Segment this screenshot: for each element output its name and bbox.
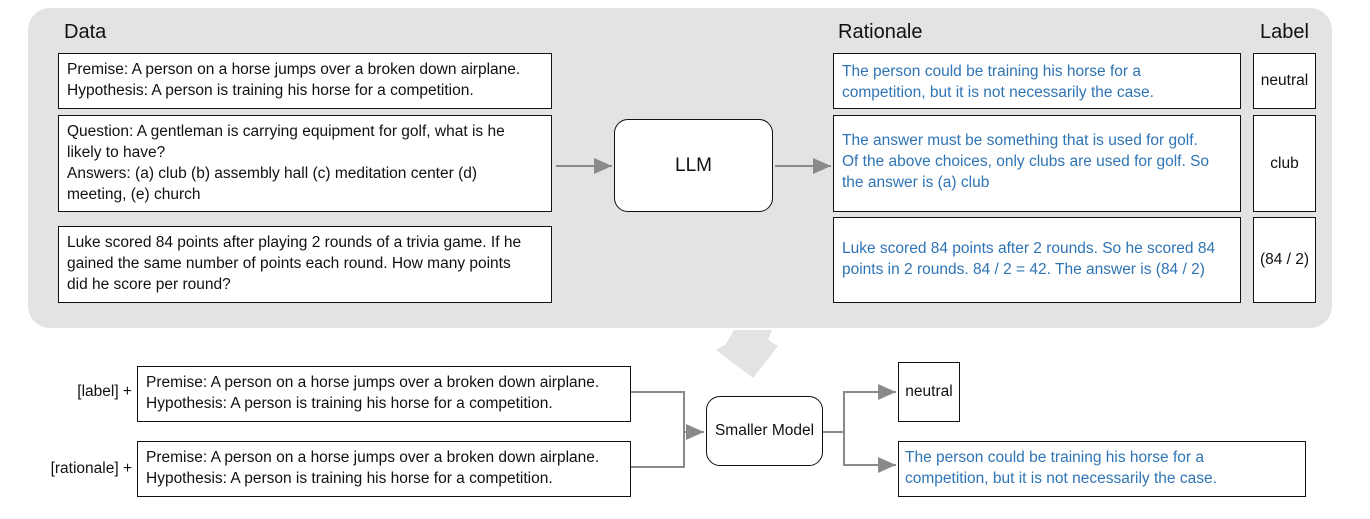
rationale-box-3: Luke scored 84 points after 2 rounds. So… [833, 217, 1241, 303]
rationale-line: the answer is (a) club [842, 174, 990, 191]
label-box-2: club [1253, 115, 1316, 212]
output-label-box: neutral [898, 362, 960, 422]
data-line: Answers: (a) club (b) assembly hall (c) … [67, 165, 478, 182]
header-rationale: Rationale [838, 21, 923, 43]
output-rationale-line: competition, but it is not necessarily t… [905, 470, 1217, 487]
header-data: Data [64, 21, 107, 43]
line-split-down [843, 432, 896, 473]
line-split-up [843, 384, 896, 432]
input-box-label: Premise: A person on a horse jumps over … [137, 366, 631, 422]
line-rationale-input [630, 432, 685, 468]
data-line: likely to have? [67, 144, 166, 161]
rationale-line: Of the above choices, only clubs are use… [842, 153, 1210, 170]
data-box-1: Premise: A person on a horse jumps over … [58, 53, 552, 109]
input-line: Hypothesis: A person is training his hor… [146, 470, 553, 487]
label-box-3: (84 / 2) [1253, 217, 1316, 303]
rationale-line: The answer must be something that is use… [842, 132, 1198, 149]
data-line: Premise: A person on a horse jumps over … [67, 61, 521, 78]
data-line: gained the same number of points each ro… [67, 255, 511, 272]
rationale-box-1: The person could be training his horse f… [833, 53, 1241, 109]
input-line: Hypothesis: A person is training his hor… [146, 395, 553, 412]
data-line: did he score per round? [67, 276, 231, 293]
smaller-model-label: Smaller Model [714, 422, 815, 439]
rationale-line: competition, but it is not necessarily t… [842, 84, 1154, 101]
header-label: Label [1260, 21, 1309, 43]
big-down-arrow [716, 330, 778, 378]
rationale-box-2: The answer must be something that is use… [833, 115, 1241, 212]
output-rationale-box: The person could be training his horse f… [898, 441, 1306, 497]
data-line: Hypothesis: A person is training his hor… [67, 82, 474, 99]
output-rationale-line: The person could be training his horse f… [905, 449, 1204, 466]
label-box-1: neutral [1253, 53, 1316, 109]
rationale-line: points in 2 rounds. 84 / 2 = 42. The ans… [842, 261, 1205, 278]
data-box-2: Question: A gentleman is carrying equipm… [58, 115, 552, 212]
label-prefix: [label] + [77, 383, 132, 400]
data-line: Question: A gentleman is carrying equipm… [67, 123, 505, 140]
llm-label: LLM [675, 154, 712, 176]
rationale-prefix: [rationale] + [50, 460, 132, 477]
input-line: Premise: A person on a horse jumps over … [146, 374, 600, 391]
data-line: Luke scored 84 points after playing 2 ro… [67, 234, 522, 251]
llm-box: LLM [614, 119, 773, 212]
smaller-model-box: Smaller Model [706, 396, 823, 466]
data-box-3: Luke scored 84 points after playing 2 ro… [58, 226, 552, 303]
rationale-line: Luke scored 84 points after 2 rounds. So… [842, 240, 1216, 257]
line-label-input [630, 391, 685, 432]
input-line: Premise: A person on a horse jumps over … [146, 449, 600, 466]
rationale-line: The person could be training his horse f… [842, 63, 1141, 80]
input-box-rationale: Premise: A person on a horse jumps over … [137, 441, 631, 497]
data-line: meeting, (e) church [67, 186, 201, 203]
